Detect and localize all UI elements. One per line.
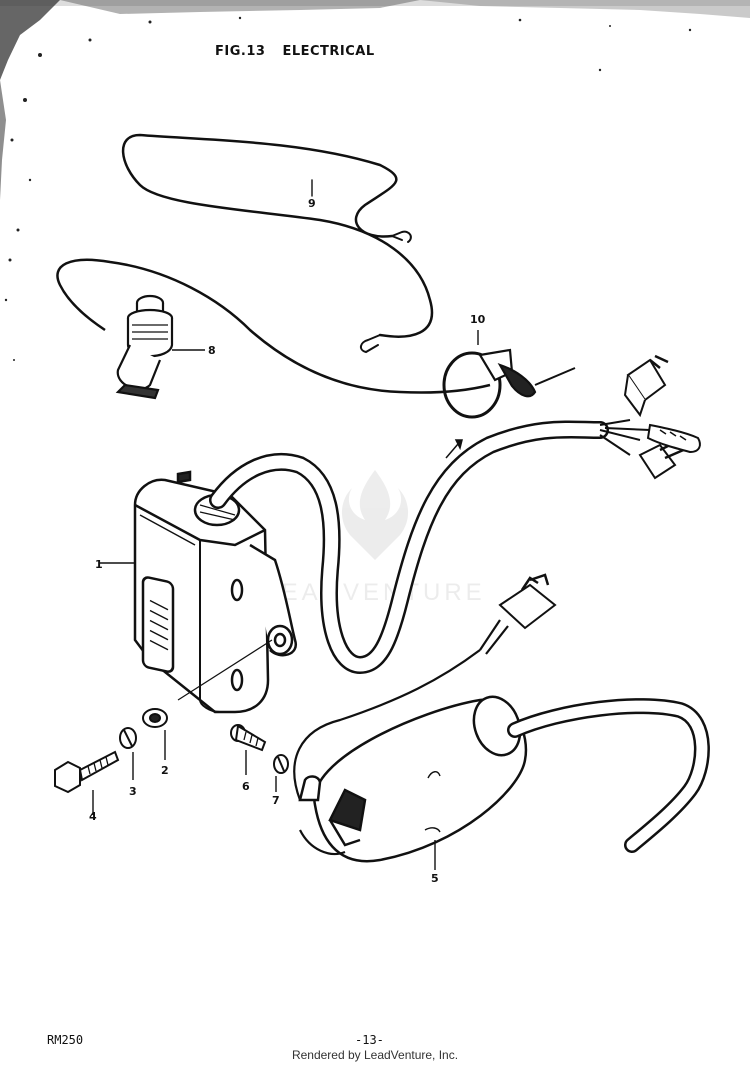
ignition-coil-5 <box>298 695 528 870</box>
figure-name: ELECTRICAL <box>282 44 375 59</box>
harness-connectors <box>623 354 701 480</box>
cdi-harness <box>209 419 651 675</box>
coil-connector <box>498 573 557 630</box>
callout-1: 1 <box>95 558 103 571</box>
callout-10: 10 <box>470 313 486 326</box>
engine-stop-switch-8 <box>56 258 491 400</box>
render-credit: Rendered by LeadVenture, Inc. <box>291 1048 459 1062</box>
callout-4: 4 <box>89 810 97 823</box>
callout-5: 5 <box>431 872 439 885</box>
figure-number: FIG.13 <box>215 44 266 59</box>
lock-washer-7 <box>273 754 289 792</box>
callout-9: 9 <box>308 197 316 210</box>
callout-3: 3 <box>129 785 137 798</box>
lock-washer-3 <box>119 727 137 780</box>
figure-title: FIG.13 ELECTRICAL <box>215 44 387 59</box>
direction-arrow <box>445 439 463 459</box>
wire-clamp-10 <box>442 330 576 419</box>
coil-leads <box>293 619 710 856</box>
callout-labels: 1 2 3 4 5 6 7 8 9 10 <box>89 197 486 885</box>
screw-6 <box>230 724 267 775</box>
bolt-4 <box>54 750 120 815</box>
model-code: RM250 <box>47 1033 84 1047</box>
watermark-text: LEADVENTURE <box>264 579 485 606</box>
page-number: -13- <box>355 1033 384 1047</box>
callout-2: 2 <box>161 764 169 777</box>
callout-7: 7 <box>272 794 280 807</box>
leadventure-watermark: LEADVENTURE <box>264 470 485 606</box>
scan-noise <box>0 0 750 361</box>
cdi-unit-1 <box>100 470 298 714</box>
callout-8: 8 <box>208 344 216 357</box>
washer-2 <box>142 708 168 760</box>
callout-6: 6 <box>242 780 250 793</box>
ground-wire-9 <box>121 133 434 354</box>
